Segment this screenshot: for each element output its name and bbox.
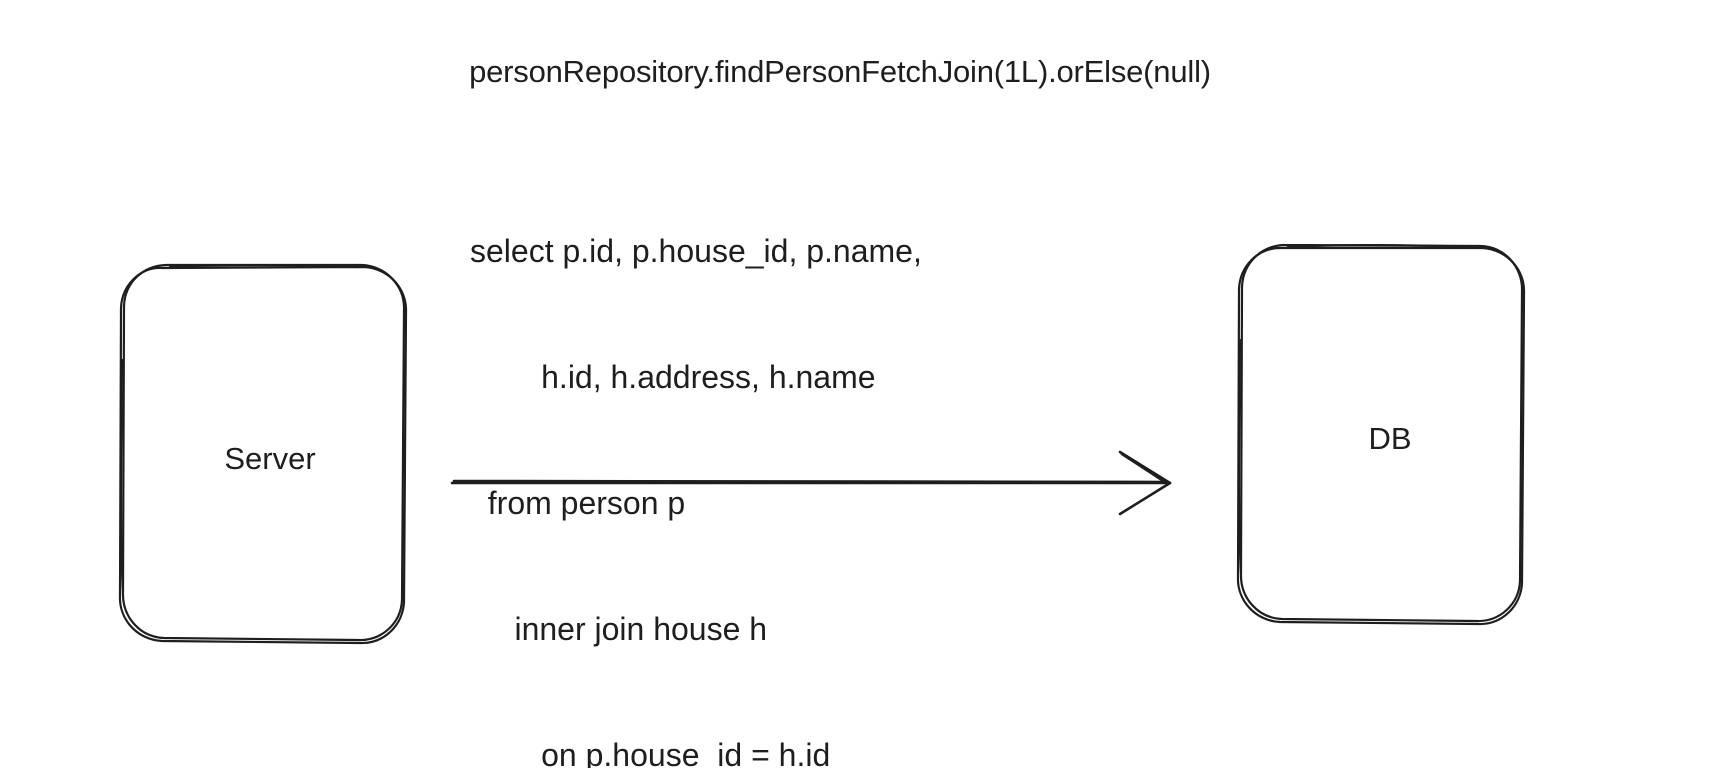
node-label-server: Server: [224, 441, 316, 476]
sql-line: on p.house_id = h.id: [470, 737, 831, 768]
rounded-rectangle-icon: [118, 263, 408, 645]
sql-line: from person p: [470, 485, 686, 521]
sql-line: inner join house h: [470, 611, 768, 647]
sql-line: h.id, h.address, h.name: [470, 359, 876, 395]
node-server[interactable]: Server: [100, 240, 440, 660]
sql-query-text: select p.id, p.house_id, p.name, h.id, h…: [470, 146, 1070, 768]
node-db[interactable]: DB: [1220, 222, 1560, 642]
rounded-rectangle-icon: [1236, 243, 1526, 626]
arrow-icon: [450, 450, 1172, 516]
node-label-db: DB: [1368, 421, 1412, 456]
diagram-title: personRepository.findPersonFetchJoin(1L)…: [469, 54, 1211, 89]
edge-server-to-db[interactable]: [430, 430, 1200, 550]
sql-line: select p.id, p.house_id, p.name,: [470, 233, 922, 269]
